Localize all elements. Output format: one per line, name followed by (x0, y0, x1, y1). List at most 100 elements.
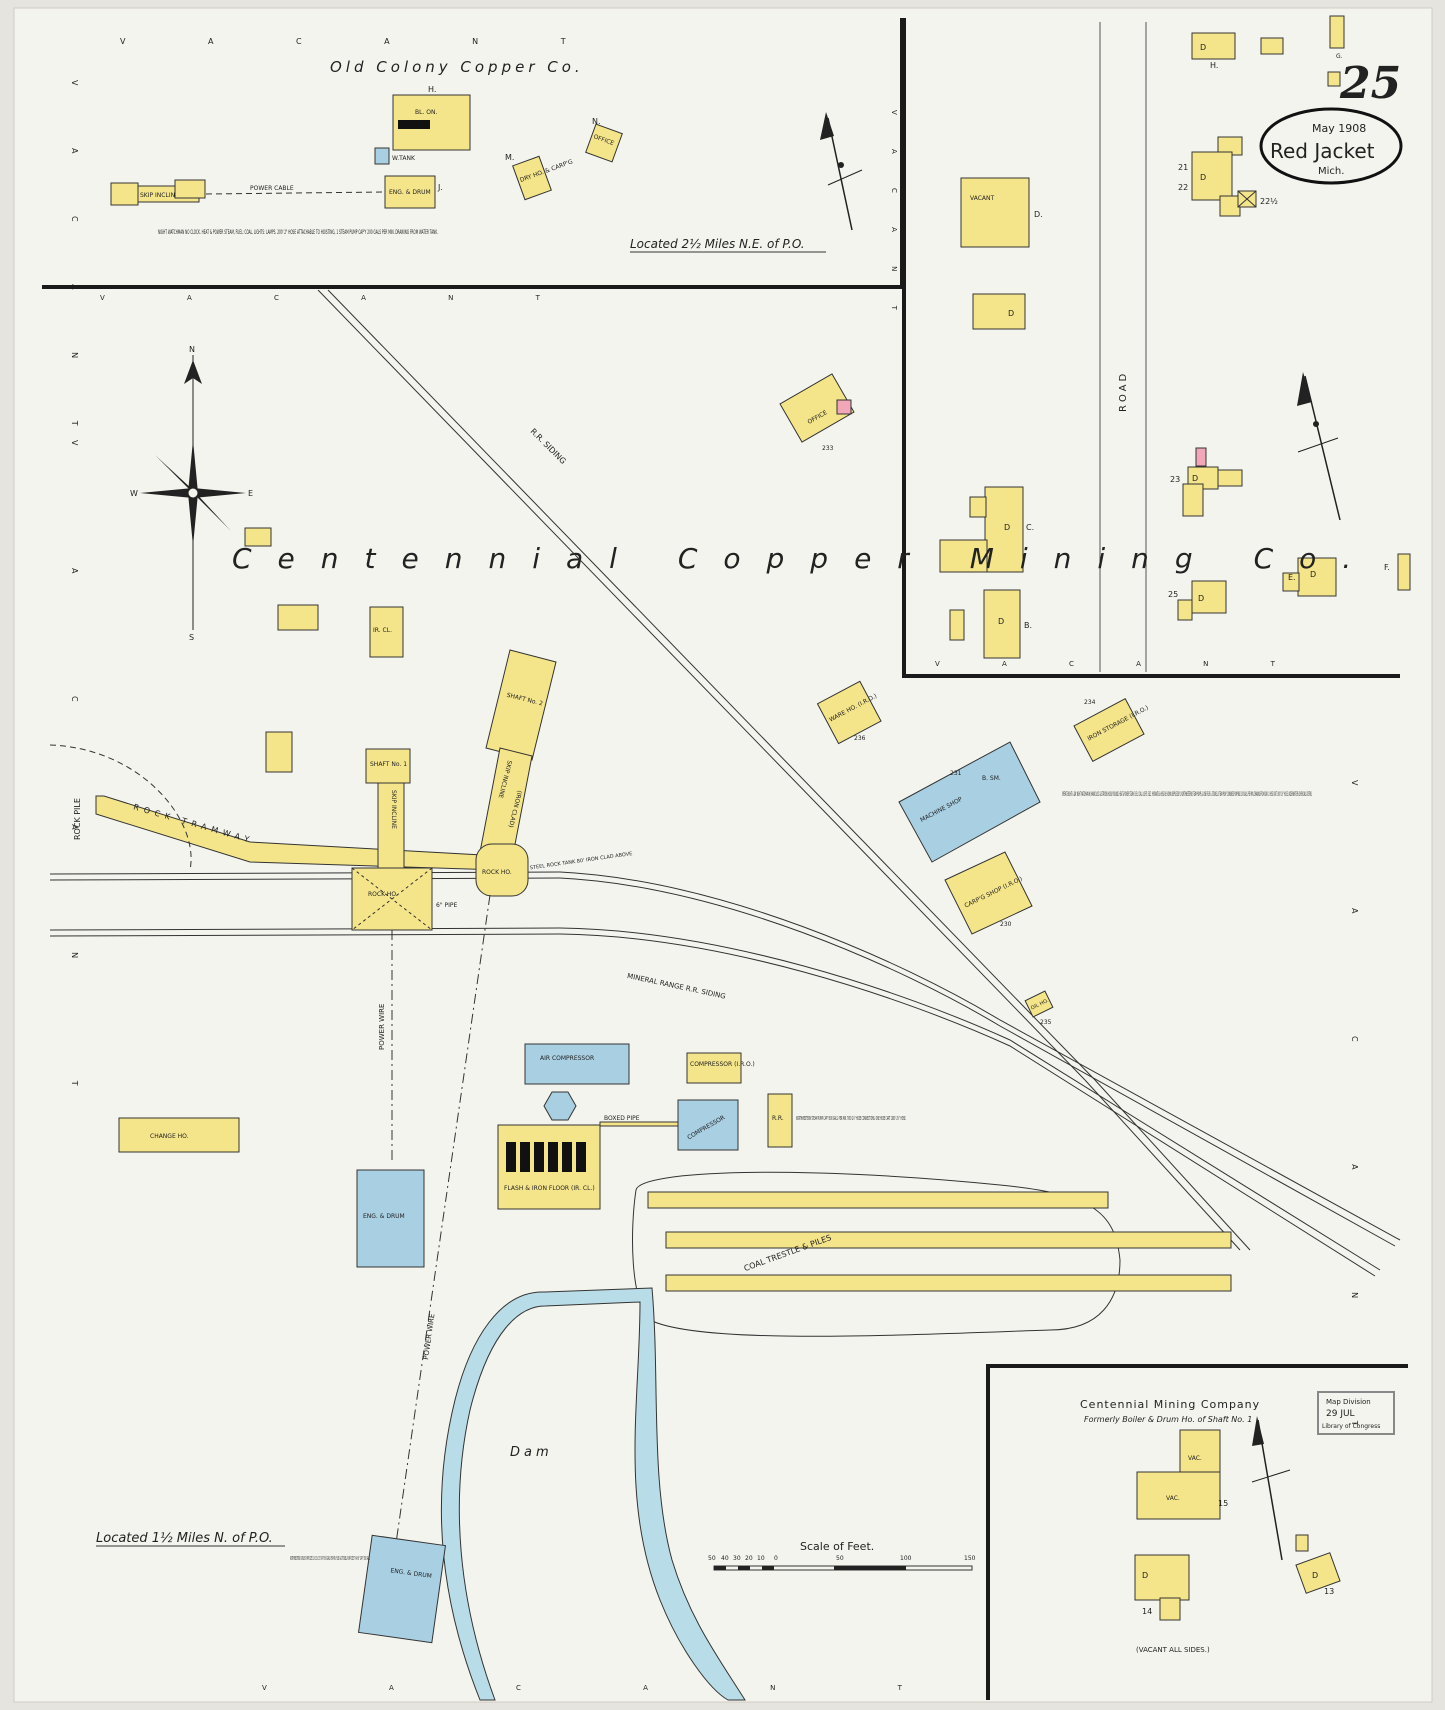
scale-bar-fill-4 (834, 1566, 906, 1570)
scale-tick: 100 (900, 1555, 912, 1562)
title-cartouche (1259, 107, 1403, 185)
shed-h (1260, 37, 1284, 55)
residential-block: ROAD 25 May 1908 Red Jacket Mich. D H. G… (779, 15, 1411, 672)
stamp-line-1: Map Division (1326, 1398, 1371, 1406)
dwelling-h (1191, 32, 1236, 60)
shaft-1-incline (377, 782, 405, 882)
inset-centennial-mining: Centennial Mining Company Formerly Boile… (1080, 1391, 1395, 1654)
building-vacant-d (960, 177, 1030, 248)
dwelling-e (1297, 557, 1337, 597)
boiler-unit (534, 1142, 544, 1172)
shed-2 (277, 604, 319, 631)
inset-num-15: 15 (1218, 1499, 1228, 1508)
building-office-233 (779, 373, 855, 443)
machine-shop (898, 741, 1041, 863)
scale-tick: 150 (964, 1555, 976, 1562)
num-23: 23 (1170, 475, 1180, 484)
inset-north-arrow-cross (1251, 1469, 1291, 1483)
boiler-unit (548, 1142, 558, 1172)
scale-tick: 50 (836, 1555, 844, 1562)
rr-shed-label: R.R. (772, 1115, 784, 1122)
dwelling-c-d: D (1004, 523, 1010, 532)
scale-bar-fill-1 (714, 1566, 726, 1570)
hexagon-store (543, 1091, 577, 1121)
rock-house-2 (475, 843, 529, 897)
compass-fleur (184, 360, 202, 384)
num-21: 21 (1178, 163, 1188, 172)
old-colony-title: Old Colony Copper Co. (330, 58, 584, 76)
dwelling-23-d: D (1192, 474, 1198, 483)
skip-incline-label: SKIP INCLINE (140, 192, 179, 199)
compressor-2 (677, 1099, 739, 1151)
old-colony-north-arrow-cross (827, 169, 863, 186)
stamp-line-2: 29 JUL (1326, 1409, 1355, 1419)
rock-pile-outline (49, 744, 192, 871)
dwelling-22 (1219, 195, 1241, 217)
flash-floor-label: FLASH & IRON FLOOR (IR. CL.) (504, 1185, 595, 1192)
boiler-unit (576, 1142, 586, 1172)
centennial-located: Located 1½ Miles N. of P.O. (96, 1531, 273, 1546)
pump-notes: NORTHWESTERN STEAM PUMP CAP'Y 800 GALS. … (796, 1115, 906, 1122)
inset-dwelling-13-d: D (1312, 1571, 1318, 1580)
right-north-arrow-dot (1313, 421, 1319, 427)
office-233-annex (836, 399, 852, 415)
rock-pile-label: ROCK PILE (73, 798, 82, 840)
centennial-title: Centennial Copper Mining Co. (232, 542, 1377, 575)
dwelling-20 (972, 293, 1026, 330)
bsm-label: B. SM. (982, 775, 1001, 782)
pump-notes-2: NORTHWESTERN DUPLEX PUMP SIZE 12"x12"x12… (290, 1556, 370, 1562)
scale-bar: Scale of Feet. 50 40 30 20 10 0 50 100 1… (708, 1540, 976, 1571)
letter-f: F. (1384, 563, 1390, 572)
stamp-line-3: Library of Congress (1322, 1423, 1380, 1430)
air-compressor-label: AIR COMPRESSOR (540, 1055, 594, 1062)
inset-subtitle: Formerly Boiler & Drum Ho. of Shaft No. … (1084, 1415, 1252, 1424)
iron-storage (1073, 698, 1145, 762)
dwelling-c-wing (939, 539, 988, 573)
eng-drum-bottom (357, 1534, 447, 1644)
dwelling-25 (1191, 580, 1227, 614)
water-tank-label: W.TANK (392, 155, 416, 162)
dwelling-25-d: D (1198, 594, 1204, 603)
shaft-1-label: SHAFT No. 1 (370, 761, 407, 768)
sheet-state: Mich. (1318, 166, 1344, 177)
dwelling-e-shed (1282, 572, 1300, 592)
boxed-pipe-label: BOXED PIPE (604, 1115, 640, 1122)
inset-dwelling-14-wing (1159, 1597, 1181, 1621)
inset-vac-1-label: VAC. (1188, 1455, 1202, 1462)
shed-22b-x2 (1237, 190, 1257, 208)
building-office (585, 123, 623, 163)
scale-tick: 10 (757, 1555, 765, 1562)
old-colony-section: Old Colony Copper Co. V A C A N T V A C … (70, 37, 898, 456)
inset-north-arrow-head (1252, 1416, 1264, 1446)
shaft-1-incline-label: SKIP INCLINE (390, 790, 397, 829)
building-dry-house (512, 155, 552, 201)
compressor-iro (686, 1052, 742, 1084)
right-north-arrow-head (1297, 372, 1312, 406)
dwelling-21b (1191, 151, 1233, 201)
letter-e: E. (1288, 573, 1296, 582)
scale-tick: 30 (733, 1555, 741, 1562)
building-small-shed (174, 179, 206, 199)
carp-shop (944, 851, 1033, 935)
old-colony-north-arrow-shaft (827, 117, 853, 231)
vacant-top-street: V A C A N T (120, 37, 606, 46)
dam-label: Dam (510, 1445, 553, 1460)
rock-house-2-label: ROCK HO. (482, 869, 512, 876)
track-main-4 (49, 933, 561, 937)
inset-shed (1295, 1534, 1309, 1552)
label-j: J. (437, 183, 443, 192)
boiler-unit (562, 1142, 572, 1172)
track-main-2 (49, 877, 561, 881)
vacant-main-bottom: V A C A N T (262, 1684, 962, 1692)
compass-rose: N S E W (130, 345, 253, 642)
num-236: 236 (854, 735, 866, 742)
shed-g (1327, 71, 1341, 87)
inset-dwelling-14-d: D (1142, 1571, 1148, 1580)
inset-title: Centennial Mining Company (1080, 1398, 1260, 1411)
dam-river (440, 1287, 746, 1701)
dwelling-b-d: D (998, 617, 1004, 626)
centennial-main: V A C A N T V A C A N T V A C A N T N S … (49, 289, 1401, 1701)
inset-num-13: 13 (1324, 1587, 1334, 1596)
letter-b: B. (1024, 621, 1032, 630)
